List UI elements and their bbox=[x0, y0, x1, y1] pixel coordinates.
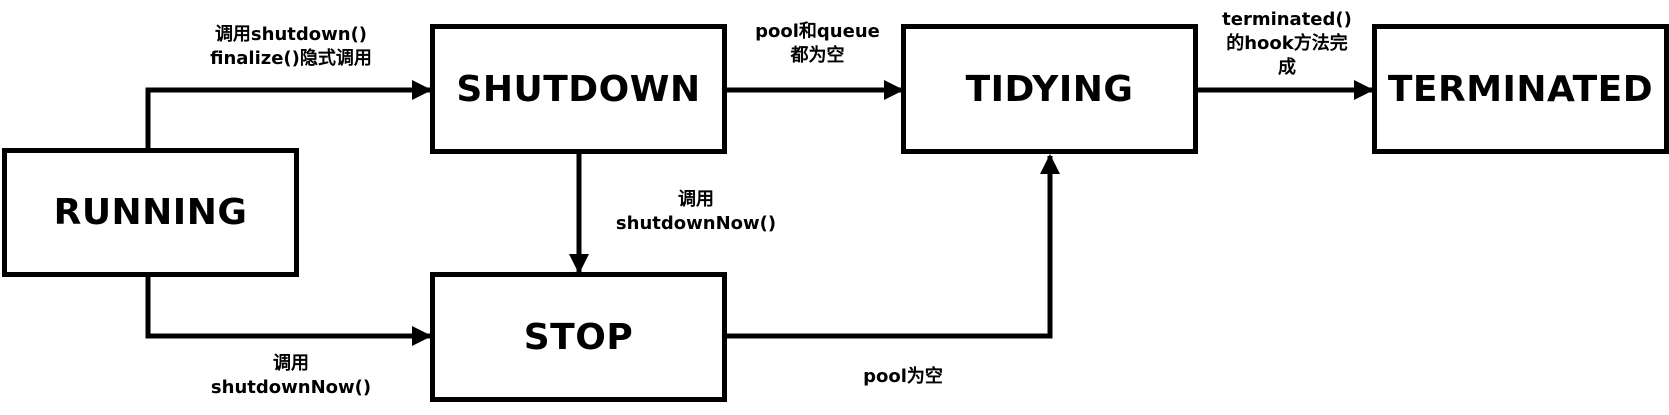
state-terminated: TERMINATED bbox=[1372, 24, 1669, 154]
label-running-to-stop: 调用 shutdownNow() bbox=[210, 353, 372, 398]
state-terminated-label: TERMINATED bbox=[1387, 68, 1654, 110]
label-shutdown-to-tidying: pool和queue 都为空 bbox=[755, 21, 880, 66]
state-tidying-label: TIDYING bbox=[965, 68, 1134, 110]
state-stop: STOP bbox=[430, 272, 727, 402]
arrow-stop-to-tidying bbox=[725, 153, 1060, 339]
label-shutdown-to-stop: 调用 shutdownNow() bbox=[615, 189, 777, 234]
label-running-to-shutdown: 调用shutdown() finalize()隐式调用 bbox=[210, 24, 372, 69]
arrow-running-to-stop bbox=[145, 275, 433, 346]
state-shutdown: SHUTDOWN bbox=[430, 24, 727, 154]
arrow-running-to-shutdown bbox=[145, 80, 433, 150]
state-shutdown-label: SHUTDOWN bbox=[456, 68, 701, 110]
label-stop-to-tidying: pool为空 bbox=[863, 366, 943, 387]
state-running-label: RUNNING bbox=[53, 192, 248, 233]
label-tidying-to-terminated: terminated() 的hook方法完 成 bbox=[1222, 9, 1352, 78]
state-stop-label: STOP bbox=[523, 316, 634, 358]
state-tidying: TIDYING bbox=[901, 24, 1198, 154]
state-running: RUNNING bbox=[2, 148, 299, 277]
